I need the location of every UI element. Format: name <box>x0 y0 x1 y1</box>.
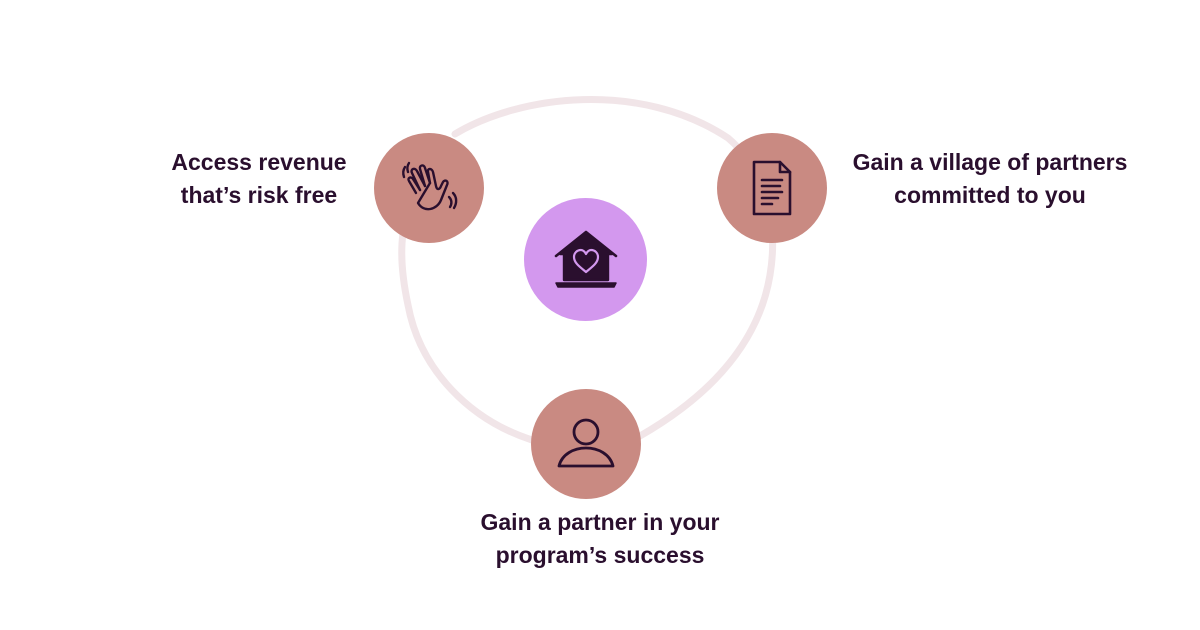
document-icon <box>752 160 792 216</box>
label-revenue-line-2: that’s risk free <box>180 182 338 208</box>
label-revenue: Access revenue that’s risk free <box>150 146 368 212</box>
node-center <box>524 198 647 321</box>
label-village-line-1: Gain a village of partners <box>852 149 1128 175</box>
node-village <box>717 133 827 243</box>
house-heart-icon <box>554 230 617 288</box>
label-partner-line-2: program’s success <box>495 542 705 568</box>
node-revenue <box>374 133 484 243</box>
label-revenue-line-1: Access revenue <box>171 149 347 175</box>
label-village: Gain a village of partners committed to … <box>838 146 1142 212</box>
label-partner-line-1: Gain a partner in your <box>480 509 720 535</box>
label-village-line-2: committed to you <box>894 182 1086 208</box>
person-icon <box>557 418 615 468</box>
waving-hand-icon <box>402 161 458 211</box>
node-partner <box>531 389 641 499</box>
label-partner: Gain a partner in your program’s success <box>450 506 750 572</box>
